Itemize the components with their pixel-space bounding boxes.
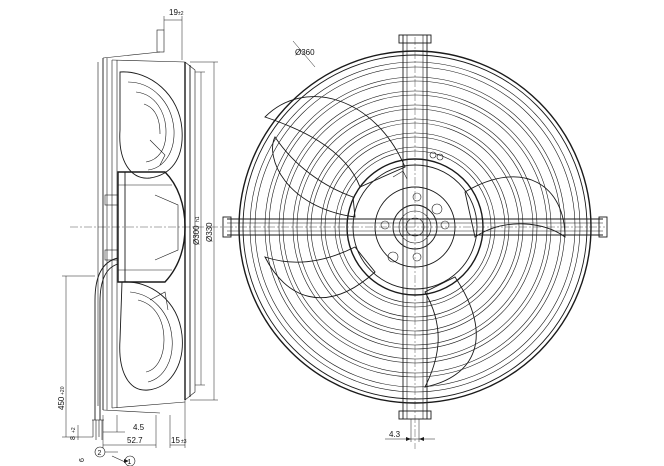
rotation-symbols <box>392 151 444 180</box>
motor-hub-side <box>104 171 186 283</box>
upper-blade <box>119 71 183 179</box>
dim-depth: 52.7 <box>127 436 143 445</box>
dim-guard-diameter: Ø360 <box>295 48 315 57</box>
bracket-offset-dim <box>385 419 435 442</box>
side-view: 19 ±2 Ø300 h1 Ø330 450 +20 8 +2 6 4.5 52… <box>57 8 225 466</box>
guard-spokes <box>227 35 603 419</box>
balloon-1-label: 1 <box>128 459 132 466</box>
guard-wires <box>264 76 566 378</box>
dim-top-width: 19 <box>169 8 178 17</box>
dim-fan-diameter-tol: h1 <box>195 216 201 222</box>
dim-bracket-offset: 4.3 <box>389 430 401 439</box>
dim-flange-width: 15 <box>171 436 180 445</box>
dim-fan-diameter: Ø300 <box>192 225 201 245</box>
dim-offset-small: 4.5 <box>133 423 145 432</box>
side-dimension-lines <box>62 61 218 448</box>
dim-flange-width-tol: ±3 <box>181 439 187 445</box>
dim-cable-length-tol: +20 <box>60 386 66 395</box>
lower-blade <box>119 281 183 391</box>
guard-diameter-leader <box>292 40 316 68</box>
guard-outer-rings <box>238 50 592 404</box>
dim-strip-small: 6 <box>79 458 86 462</box>
dim-strip-length: 8 <box>70 436 77 440</box>
dim-top-width-tol: ±2 <box>178 11 184 17</box>
front-hub <box>346 158 484 296</box>
dim-housing-diameter: Ø330 <box>205 222 214 242</box>
balloons <box>94 446 136 466</box>
dim-cable-length: 450 <box>57 396 66 410</box>
top-lug <box>156 16 183 60</box>
guard-rails <box>97 51 186 414</box>
dim-strip-length-tol: +2 <box>71 427 77 433</box>
mounting-brackets <box>222 34 608 420</box>
front-blades <box>264 96 566 388</box>
cable <box>92 257 119 440</box>
balloon-2-label: 2 <box>98 450 102 457</box>
front-view: Ø360 4.3 <box>222 34 608 449</box>
